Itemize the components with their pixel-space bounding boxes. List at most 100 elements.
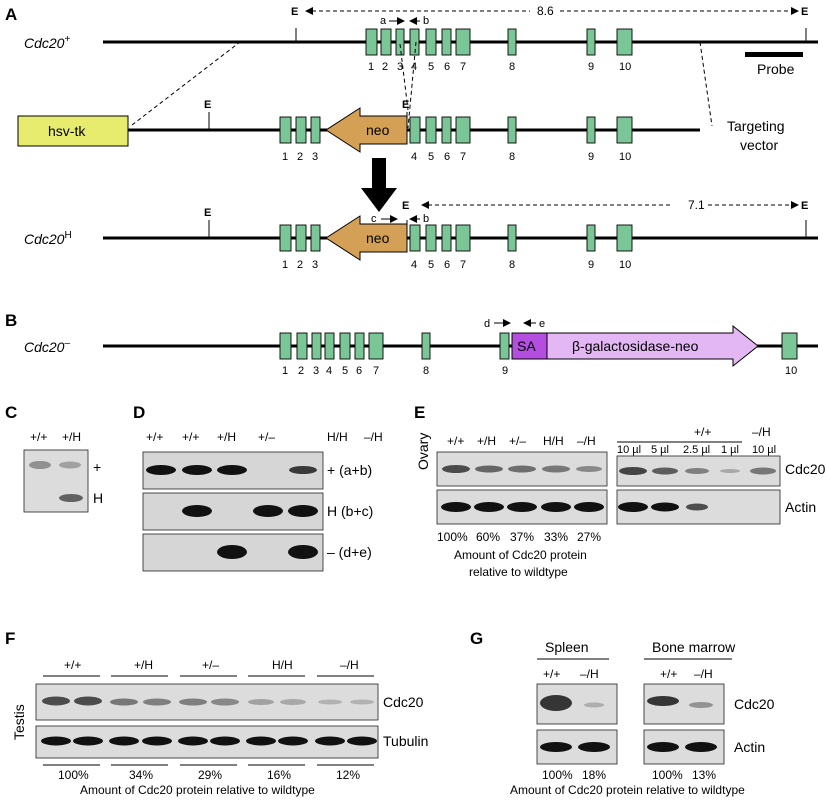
svg-text:37%: 37% (510, 530, 534, 544)
svg-text:1: 1 (282, 151, 288, 163)
protein-label-cdc20: Cdc20 (734, 696, 775, 712)
blot-band (29, 461, 51, 469)
svg-text:9: 9 (588, 259, 594, 271)
svg-text:7: 7 (460, 61, 466, 73)
homology-lines (131, 41, 713, 129)
svg-text:10: 10 (785, 365, 797, 377)
panel-label-b: B (5, 311, 17, 330)
svg-text:+/–: +/– (202, 658, 219, 672)
allele-label-null: Cdc20– (24, 338, 70, 355)
svg-text:5: 5 (428, 151, 434, 163)
allele-label-wt: Cdc20+ (24, 34, 70, 51)
ecori-site-label: E (402, 200, 409, 212)
bgal-neo-arrow (546, 324, 759, 368)
g-actin-bands (540, 742, 717, 752)
svg-text:13%: 13% (692, 768, 716, 782)
ovary-caption-1: Amount of Cdc20 protein (454, 548, 587, 562)
svg-text:6: 6 (444, 259, 450, 271)
h-exon-numbers: 1 2 3 4 5 6 7 8 9 10 (282, 259, 631, 271)
panel-label-c: C (5, 403, 17, 422)
protein-label-cdc20: Cdc20 (383, 694, 424, 710)
svg-text:4: 4 (326, 365, 332, 377)
panel-label-d: D (133, 403, 145, 422)
pcr-row-label: – (d+e) (327, 544, 372, 560)
lane-label: +/H (62, 430, 81, 444)
splice-acceptor-box (511, 332, 548, 360)
tissue-label-testis: Testis (11, 704, 27, 740)
svg-text:6: 6 (444, 61, 450, 73)
protein-label-tubulin: Tubulin (383, 733, 428, 749)
svg-text:6: 6 (444, 151, 450, 163)
panel-label-g: G (470, 629, 483, 648)
vector-exons (279, 116, 633, 144)
testis-percentages: 100% 34% 29% 16% 12% (58, 768, 360, 782)
svg-text:1: 1 (368, 61, 374, 73)
svg-text:–/H: –/H (364, 430, 383, 444)
svg-text:10 µl: 10 µl (752, 444, 776, 456)
svg-text:9: 9 (588, 61, 594, 73)
svg-text:5: 5 (428, 61, 434, 73)
protein-label-actin: Actin (734, 739, 765, 755)
svg-text:60%: 60% (476, 530, 500, 544)
svg-text:3: 3 (313, 365, 319, 377)
wt-ecori-sites: E E (291, 6, 808, 42)
protein-label-actin: Actin (785, 499, 816, 515)
svg-text:9: 9 (588, 151, 594, 163)
dilution-volume-labels: 10 µl 5 µl 2.5 µl 1 µl 10 µl (617, 444, 776, 456)
tissue-label-bone-marrow: Bone marrow (652, 639, 736, 655)
svg-text:100%: 100% (542, 768, 573, 782)
protein-label-cdc20: Cdc20 (785, 461, 826, 477)
svg-text:3: 3 (312, 151, 318, 163)
dilution-group-label: +/+ (694, 425, 711, 439)
svg-text:–/H: –/H (577, 434, 596, 448)
h-exons (279, 224, 633, 252)
svg-text:100%: 100% (58, 768, 89, 782)
splice-acceptor-label: SA (517, 338, 536, 354)
svg-text:+/H: +/H (477, 434, 496, 448)
svg-text:3: 3 (312, 259, 318, 271)
testis-tubulin-bands (41, 736, 377, 746)
svg-text:100%: 100% (437, 530, 468, 544)
svg-text:3: 3 (397, 61, 403, 73)
svg-text:+/+: +/+ (543, 667, 560, 681)
neo-cassette-arrow (325, 107, 408, 153)
svg-text:8: 8 (509, 259, 515, 271)
svg-text:100%: 100% (652, 768, 683, 782)
dilution-group-label: –/H (752, 425, 771, 439)
svg-text:+/H: +/H (134, 658, 153, 672)
hsvtk-label: hsv-tk (48, 123, 86, 139)
h-distance-label: 7.1 (688, 198, 705, 212)
svg-text:18%: 18% (582, 768, 606, 782)
svg-text:7: 7 (460, 151, 466, 163)
blot-band (59, 461, 81, 469)
pcr-row-label: H (b+c) (327, 503, 373, 519)
lane-label: +/+ (30, 430, 47, 444)
recombination-arrow-shaft (372, 158, 386, 190)
svg-text:8: 8 (423, 365, 429, 377)
svg-text:+/+: +/+ (660, 667, 677, 681)
g-caption: Amount of Cdc20 protein relative to wild… (510, 783, 745, 797)
vector-exon-numbers: 1 2 3 4 5 6 7 8 9 10 (282, 151, 631, 163)
svg-text:5: 5 (342, 365, 348, 377)
svg-text:+/+: +/+ (146, 430, 163, 444)
probe-bar (745, 52, 803, 57)
primer-b-label: b (423, 15, 429, 27)
recombination-arrow-head (361, 188, 397, 212)
svg-text:4: 4 (411, 259, 417, 271)
panel-label-a: A (5, 5, 17, 24)
svg-text:7: 7 (460, 259, 466, 271)
svg-text:34%: 34% (129, 768, 153, 782)
svg-text:10: 10 (619, 61, 631, 73)
svg-text:16%: 16% (267, 768, 291, 782)
svg-text:–/H: –/H (340, 658, 359, 672)
panel-label-f: F (5, 629, 15, 648)
svg-text:H/H: H/H (327, 430, 348, 444)
ecori-site-label: E (291, 6, 298, 18)
dilution-cdc20-bands (619, 467, 776, 475)
bgal-neo-label: β-galactosidase-neo (572, 338, 699, 354)
svg-text:1: 1 (282, 259, 288, 271)
svg-text:2.5 µl: 2.5 µl (683, 444, 710, 456)
svg-text:33%: 33% (544, 530, 568, 544)
svg-text:+/+: +/+ (64, 658, 81, 672)
svg-text:+/–: +/– (258, 430, 275, 444)
